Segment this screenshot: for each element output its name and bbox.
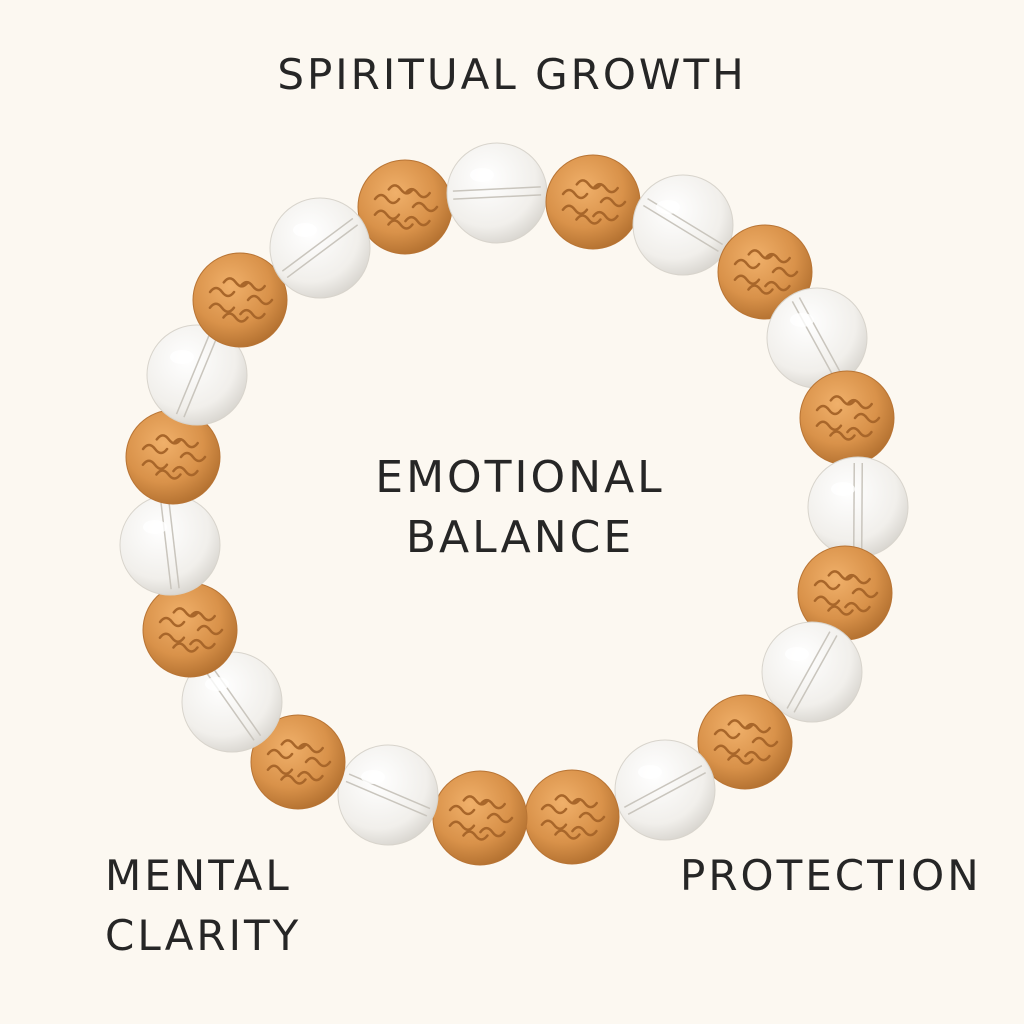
rudraksha-bead [797, 545, 893, 641]
crystal-bead [632, 174, 734, 276]
crystal-bead [446, 142, 548, 244]
rudraksha-bead [192, 252, 288, 348]
rudraksha-bead [697, 694, 793, 790]
crystal-bead [807, 456, 909, 558]
label-emotional-balance-line2: BALANCE [405, 512, 635, 563]
rudraksha-bead [799, 370, 895, 466]
rudraksha-bead [250, 714, 346, 810]
label-emotional-balance-line1: EMOTIONAL [375, 452, 665, 503]
crystal-bead [761, 621, 863, 723]
crystal-bead [146, 324, 248, 426]
label-mental-clarity-line1: MENTAL [105, 851, 292, 900]
label-mental-clarity: MENTAL CLARITY [105, 846, 301, 966]
rudraksha-bead [432, 770, 528, 866]
rudraksha-bead [717, 224, 813, 320]
label-protection: PROTECTION [680, 851, 982, 900]
rudraksha-bead [357, 159, 453, 255]
crystal-bead [181, 651, 283, 753]
crystal-bead [766, 287, 868, 389]
label-spiritual-growth: SPIRITUAL GROWTH [277, 50, 747, 99]
crystal-bead [269, 197, 371, 299]
crystal-bead [337, 744, 439, 846]
crystal-bead [614, 739, 716, 841]
rudraksha-bead [545, 154, 641, 250]
label-mental-clarity-line2: CLARITY [105, 911, 302, 960]
rudraksha-bead [524, 769, 620, 865]
rudraksha-bead [142, 582, 238, 678]
rudraksha-bead [125, 409, 221, 505]
label-emotional-balance: EMOTIONAL BALANCE [300, 448, 740, 568]
crystal-bead [119, 494, 221, 596]
